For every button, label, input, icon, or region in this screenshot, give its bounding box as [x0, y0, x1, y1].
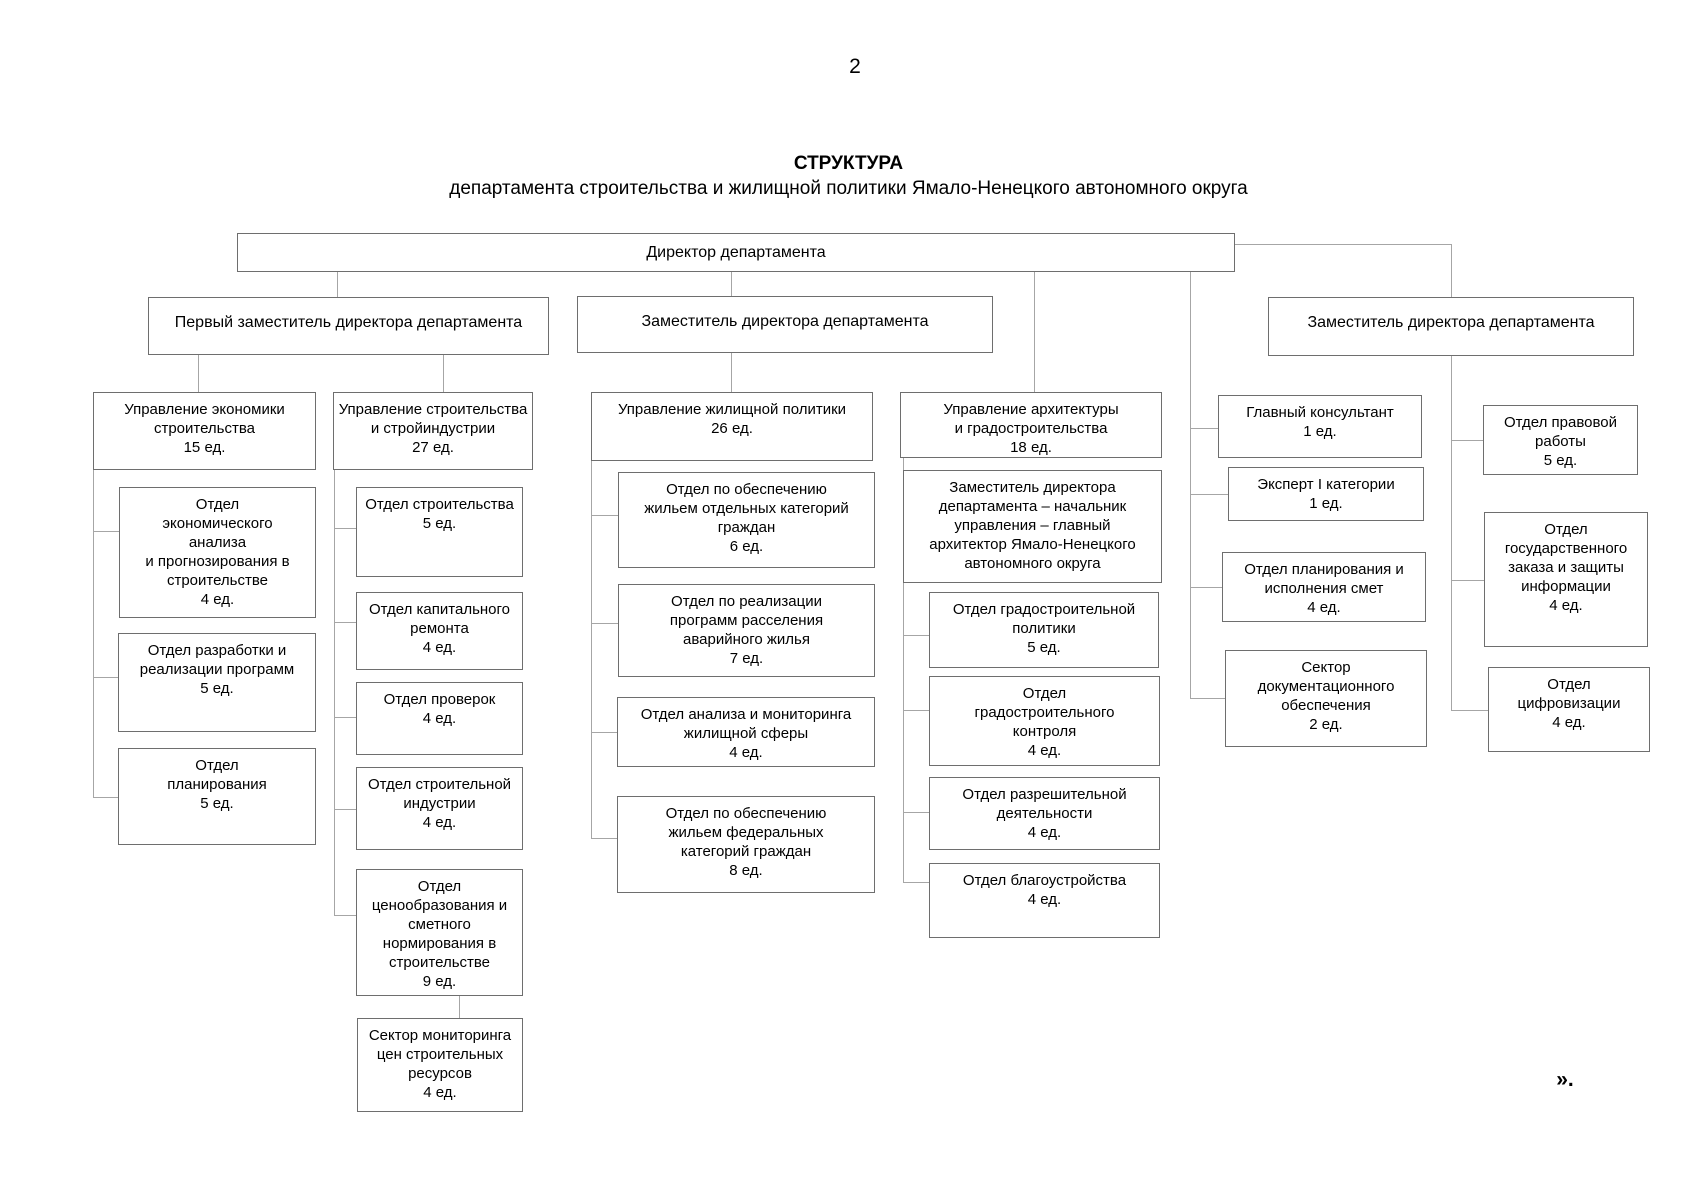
- connector-line: [1190, 272, 1191, 698]
- connector-line: [591, 623, 618, 624]
- connector-line: [1451, 440, 1483, 441]
- connector-line: [93, 531, 119, 532]
- connector-line: [591, 461, 592, 838]
- connector-line: [459, 996, 460, 1018]
- dept-building-industry-box: Отдел строительной индустрии 4 ед.: [356, 767, 523, 850]
- connector-line: [903, 882, 929, 883]
- connector-line: [903, 710, 929, 711]
- dept-urban-planning-control-box: Отдел градостроительного контроля 4 ед.: [929, 676, 1160, 766]
- connector-line: [334, 717, 356, 718]
- connector-line: [903, 583, 904, 882]
- connector-line: [1190, 587, 1222, 588]
- connector-line: [334, 622, 356, 623]
- connector-line: [1190, 428, 1218, 429]
- connector-line: [1451, 356, 1452, 710]
- chart-title: СТРУКТУРА: [793, 153, 904, 174]
- dept-improvement-box: Отдел благоустройства 4 ед.: [929, 863, 1160, 938]
- dept-inspections-box: Отдел проверок 4 ед.: [356, 682, 523, 755]
- connector-line: [93, 470, 94, 797]
- dept-housing-certain-categories-box: Отдел по обеспечению жильем отдельных ка…: [618, 472, 875, 568]
- sector-documentation-box: Сектор документационного обеспечения 2 е…: [1225, 650, 1427, 747]
- chief-consultant-box: Главный консультант 1 ед.: [1218, 395, 1422, 458]
- expert-1st-category-box: Эксперт I категории 1 ед.: [1228, 467, 1424, 521]
- dept-construction-box: Отдел строительства 5 ед.: [356, 487, 523, 577]
- connector-line: [731, 353, 732, 392]
- dept-pricing-box: Отдел ценообразования и сметного нормиро…: [356, 869, 523, 996]
- dept-urban-planning-policy-box: Отдел градостроительной политики 5 ед.: [929, 592, 1159, 668]
- sector-price-monitoring-box: Сектор мониторинга цен строительных ресу…: [357, 1018, 523, 1112]
- deputy-right-box: Заместитель директора департамента: [1268, 297, 1634, 356]
- dept-permitting-box: Отдел разрешительной деятельности 4 ед.: [929, 777, 1160, 850]
- connector-line: [731, 272, 732, 296]
- first-deputy-box: Первый заместитель директора департамент…: [148, 297, 549, 355]
- connector-line: [198, 355, 199, 392]
- closing-mark: ».: [1556, 1068, 1574, 1091]
- director-box: Директор департамента: [237, 233, 1235, 272]
- dept-housing-analysis-box: Отдел анализа и мониторинга жилищной сфе…: [617, 697, 875, 767]
- connector-line: [1451, 244, 1452, 297]
- connector-line: [93, 677, 118, 678]
- connector-line: [93, 797, 118, 798]
- dept-budget-planning-box: Отдел планирования и исполнения смет 4 е…: [1222, 552, 1426, 622]
- connector-line: [1190, 494, 1228, 495]
- dept-program-development-box: Отдел разработки и реализации программ 5…: [118, 633, 316, 732]
- connector-line: [334, 528, 356, 529]
- dept-planning-box: Отдел планирования 5 ед.: [118, 748, 316, 845]
- dept-legal-box: Отдел правовой работы 5 ед.: [1483, 405, 1638, 475]
- connector-line: [903, 458, 904, 470]
- connector-line: [334, 809, 356, 810]
- dept-economic-analysis-box: Отдел экономического анализа и прогнозир…: [119, 487, 316, 618]
- dept-capital-repair-box: Отдел капитального ремонта 4 ед.: [356, 592, 523, 670]
- dept-housing-federal-categories-box: Отдел по обеспечению жильем федеральных …: [617, 796, 875, 893]
- connector-line: [443, 355, 444, 392]
- dept-construction-head-box: Управление строительства и стройиндустри…: [333, 392, 533, 470]
- connector-line: [1034, 272, 1035, 392]
- page-number: 2: [849, 55, 861, 78]
- chart-subtitle: департамента строительства и жилищной по…: [449, 178, 1248, 199]
- connector-line: [1451, 580, 1484, 581]
- connector-line: [1190, 698, 1225, 699]
- dept-economics-head-box: Управление экономики строительства 15 ед…: [93, 392, 316, 470]
- dept-housing-policy-head-box: Управление жилищной политики 26 ед.: [591, 392, 873, 461]
- connector-line: [903, 812, 929, 813]
- dept-architecture-head-box: Управление архитектуры и градостроительс…: [900, 392, 1162, 458]
- connector-line: [591, 732, 617, 733]
- connector-line: [1235, 244, 1451, 245]
- connector-line: [337, 272, 338, 297]
- connector-line: [334, 470, 335, 915]
- dept-resettlement-programs-box: Отдел по реализации программ расселения …: [618, 584, 875, 677]
- connector-line: [591, 515, 618, 516]
- dept-digitalization-box: Отдел цифровизации 4 ед.: [1488, 667, 1650, 752]
- deputy-housing-box: Заместитель директора департамента: [577, 296, 993, 353]
- dept-state-order-box: Отдел государственного заказа и защиты и…: [1484, 512, 1648, 647]
- connector-line: [591, 838, 617, 839]
- connector-line: [1451, 710, 1488, 711]
- connector-line: [903, 635, 929, 636]
- connector-line: [334, 915, 356, 916]
- deputy-chief-architect-box: Заместитель директора департамента – нач…: [903, 470, 1162, 583]
